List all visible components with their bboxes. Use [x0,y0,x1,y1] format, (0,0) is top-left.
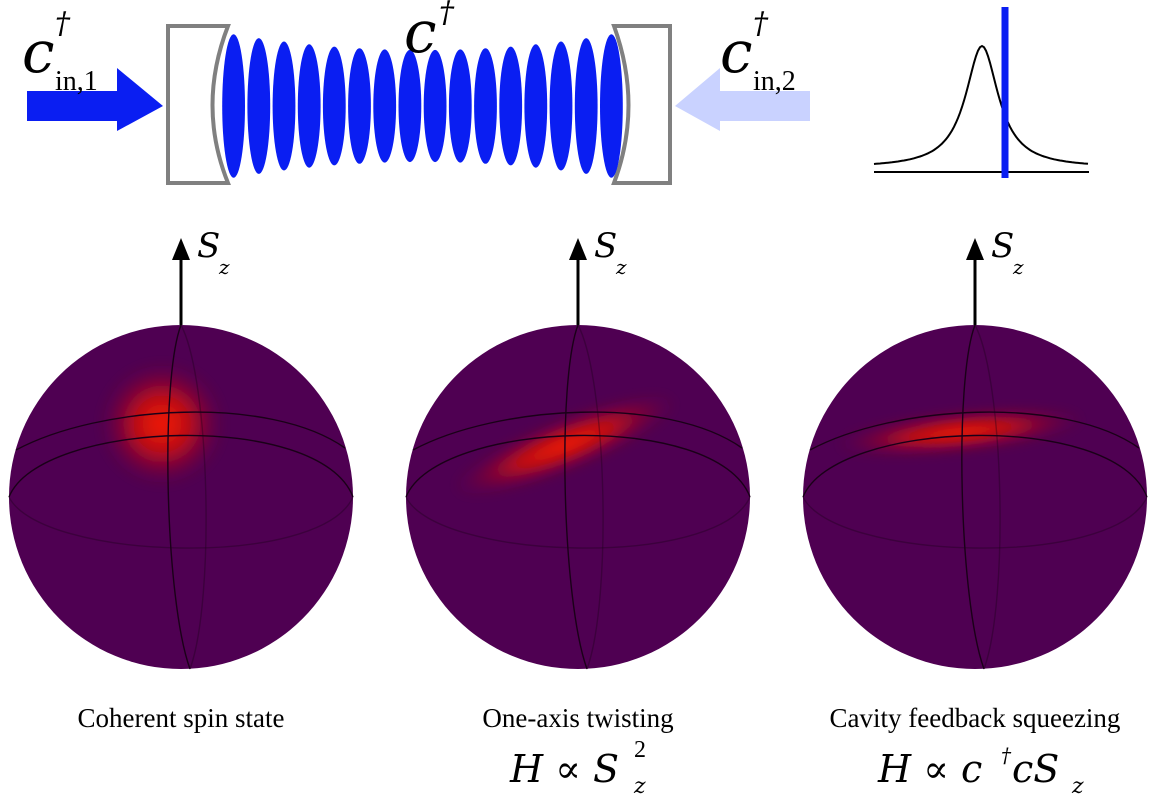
sz-label-sub-3: z [1012,255,1024,279]
cavity-mode-label: c † [404,0,455,66]
sz-label-2: S [594,226,617,266]
resonance-inset [873,7,1089,178]
standing-wave-lobe [423,49,447,163]
standing-wave-lobe [348,48,371,164]
input-beam-arrow-1 [27,68,163,131]
input2-dagger: † [753,6,769,41]
sz-label-1: S [197,226,220,266]
hamiltonian-2-sup: 2 [634,737,646,763]
caption-1: Coherent spin state [78,703,285,733]
mode-symbol: c [404,0,436,66]
standing-wave-lobe [222,34,246,178]
input2-symbol: c [720,18,752,86]
sphere-body-3 [803,325,1147,669]
panel-one-axis-twisting: S z One-axis twisting H ∝ S z 2 [405,226,751,799]
sz-label-sub-1: z [218,255,230,279]
cavity-standing-wave [222,34,623,178]
bloch-sphere-3 [802,324,1148,670]
sz-arrow-head-3 [966,238,984,260]
sphere-grid-1 [8,324,354,670]
panel-cavity-feedback-squeezing: S z Cavity feedback squeezing H ∝ c † cS… [802,226,1148,799]
mode-dagger: † [439,0,455,30]
sphere-grid-3 [802,324,1148,670]
standing-wave-lobe [297,44,321,168]
sz-arrow-head-1 [172,238,190,260]
hamiltonian-3-sub: z [1071,774,1084,799]
standing-wave-lobe [600,34,623,178]
sz-axis-3: S z [966,226,1024,325]
standing-wave-lobe [524,44,548,168]
standing-wave-lobe [574,38,598,174]
bloch-sphere-1 [8,324,354,670]
sphere-body-2 [406,325,750,669]
hamiltonian-2-main: H ∝ S [509,747,619,791]
input-mode-label-2: c † in,2 [720,6,796,97]
sz-label-sub-2: z [615,255,627,279]
hamiltonian-3: H ∝ c † cS z [877,743,1084,799]
caption-2: One-axis twisting [482,703,673,733]
spin-distribution-1 [100,362,224,486]
bloch-sphere-2 [405,324,751,670]
sz-arrow-head-2 [569,238,587,260]
hamiltonian-2: H ∝ S z 2 [509,737,646,799]
standing-wave-lobe [549,41,573,171]
hamiltonian-3-main-b: cS [1012,747,1059,791]
input1-symbol: c [22,18,54,86]
caption-3: Cavity feedback squeezing [830,703,1121,733]
cavity-schematic: c † in,1 c † c † in,2 [22,0,810,185]
panel-coherent-spin-state: S z Coherent spin state [8,226,354,733]
standing-wave-lobe [322,46,346,166]
hamiltonian-3-main-a: H ∝ c [877,747,982,791]
standing-wave-lobe [272,41,296,171]
standing-wave-lobe [373,49,397,163]
sz-label-3: S [991,226,1014,266]
standing-wave-lobe [474,48,497,164]
input-mode-label-1: c † in,1 [22,6,98,97]
input2-subscript: in,2 [753,66,796,97]
input1-dagger: † [55,6,71,41]
sphere-body-1 [9,325,353,669]
hamiltonian-3-dagger: † [1001,743,1012,767]
standing-wave-lobe [247,38,271,174]
left-mirror [166,24,231,185]
right-mirror [611,24,672,185]
standing-wave-lobe [499,46,523,166]
input-beam-arrow-2 [675,68,810,131]
input1-subscript: in,1 [55,66,98,97]
sphere-grid-2 [405,324,751,670]
sz-axis-1: S z [172,226,230,325]
standing-wave-lobe [398,49,422,163]
sz-axis-2: S z [569,226,627,325]
hamiltonian-2-sub: z [633,774,646,799]
standing-wave-lobe [448,49,472,163]
resonance-lorentzian-curve [873,44,1089,165]
